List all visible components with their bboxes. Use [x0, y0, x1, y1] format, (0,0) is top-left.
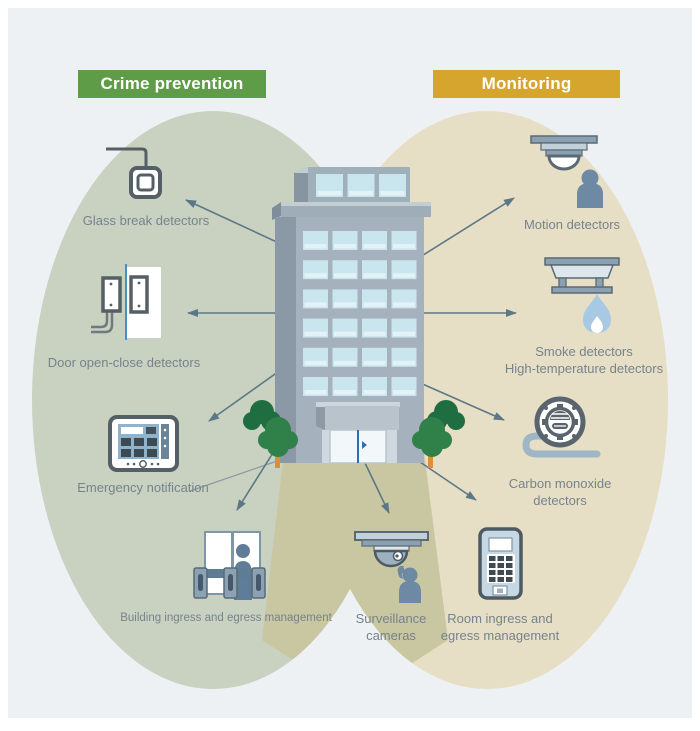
carbon-monoxide-label-line2: detectors	[533, 493, 587, 508]
motion-detector-icon	[530, 135, 603, 208]
glass-break-detector-icon	[106, 147, 162, 199]
smoke-label: Smoke detectors High-temperature detecto…	[505, 343, 663, 377]
arrow-motion	[419, 197, 515, 258]
smoke-detector-icon	[544, 257, 620, 333]
surveillance-camera-icon	[354, 531, 429, 603]
surveillance-label: Surveillance cameras	[356, 610, 427, 644]
building-ingress-label: Building ingress and egress management	[120, 612, 332, 624]
door-open-close-label: Door open-close detectors	[47, 355, 201, 370]
emergency-notification-icon	[108, 415, 179, 472]
room-ingress-label-line1: Room ingress and	[447, 611, 553, 626]
building-ingress-egress-icon	[193, 531, 266, 600]
arrow-carbon-monoxide	[417, 381, 505, 421]
tree-icon-left	[243, 400, 298, 468]
office-building-icon	[272, 167, 431, 464]
room-ingress-label-line2: egress management	[440, 628, 560, 643]
smoke-label-line2: High-temperature detectors	[504, 361, 664, 376]
flame-icon	[583, 294, 611, 333]
emergency-notification-label: Emergency notification	[77, 480, 209, 495]
carbon-monoxide-label: Carbon monoxide detectors	[509, 475, 612, 509]
room-ingress-egress-icon	[478, 527, 523, 600]
monitoring-header: Monitoring	[433, 70, 620, 98]
tree-icon-right	[412, 400, 465, 468]
room-ingress-label: Room ingress and egress management	[441, 610, 560, 644]
arrow-room-ingress	[419, 461, 477, 501]
door-arrow-icon	[362, 441, 367, 449]
surveillance-label-line1: Surveillance	[355, 611, 427, 626]
smoke-label-line1: Smoke detectors	[535, 344, 633, 359]
carbon-monoxide-detector-icon	[522, 396, 601, 458]
ground-wedge	[262, 452, 448, 689]
door-open-close-detector-icon	[91, 264, 161, 340]
motion-label: Motion detectors	[523, 217, 621, 232]
carbon-monoxide-label-line1: Carbon monoxide	[508, 476, 612, 491]
crime-prevention-header: Crime prevention	[78, 70, 266, 98]
surveillance-label-line2: cameras	[366, 628, 416, 643]
glass-break-label: Glass break detectors	[82, 213, 210, 228]
